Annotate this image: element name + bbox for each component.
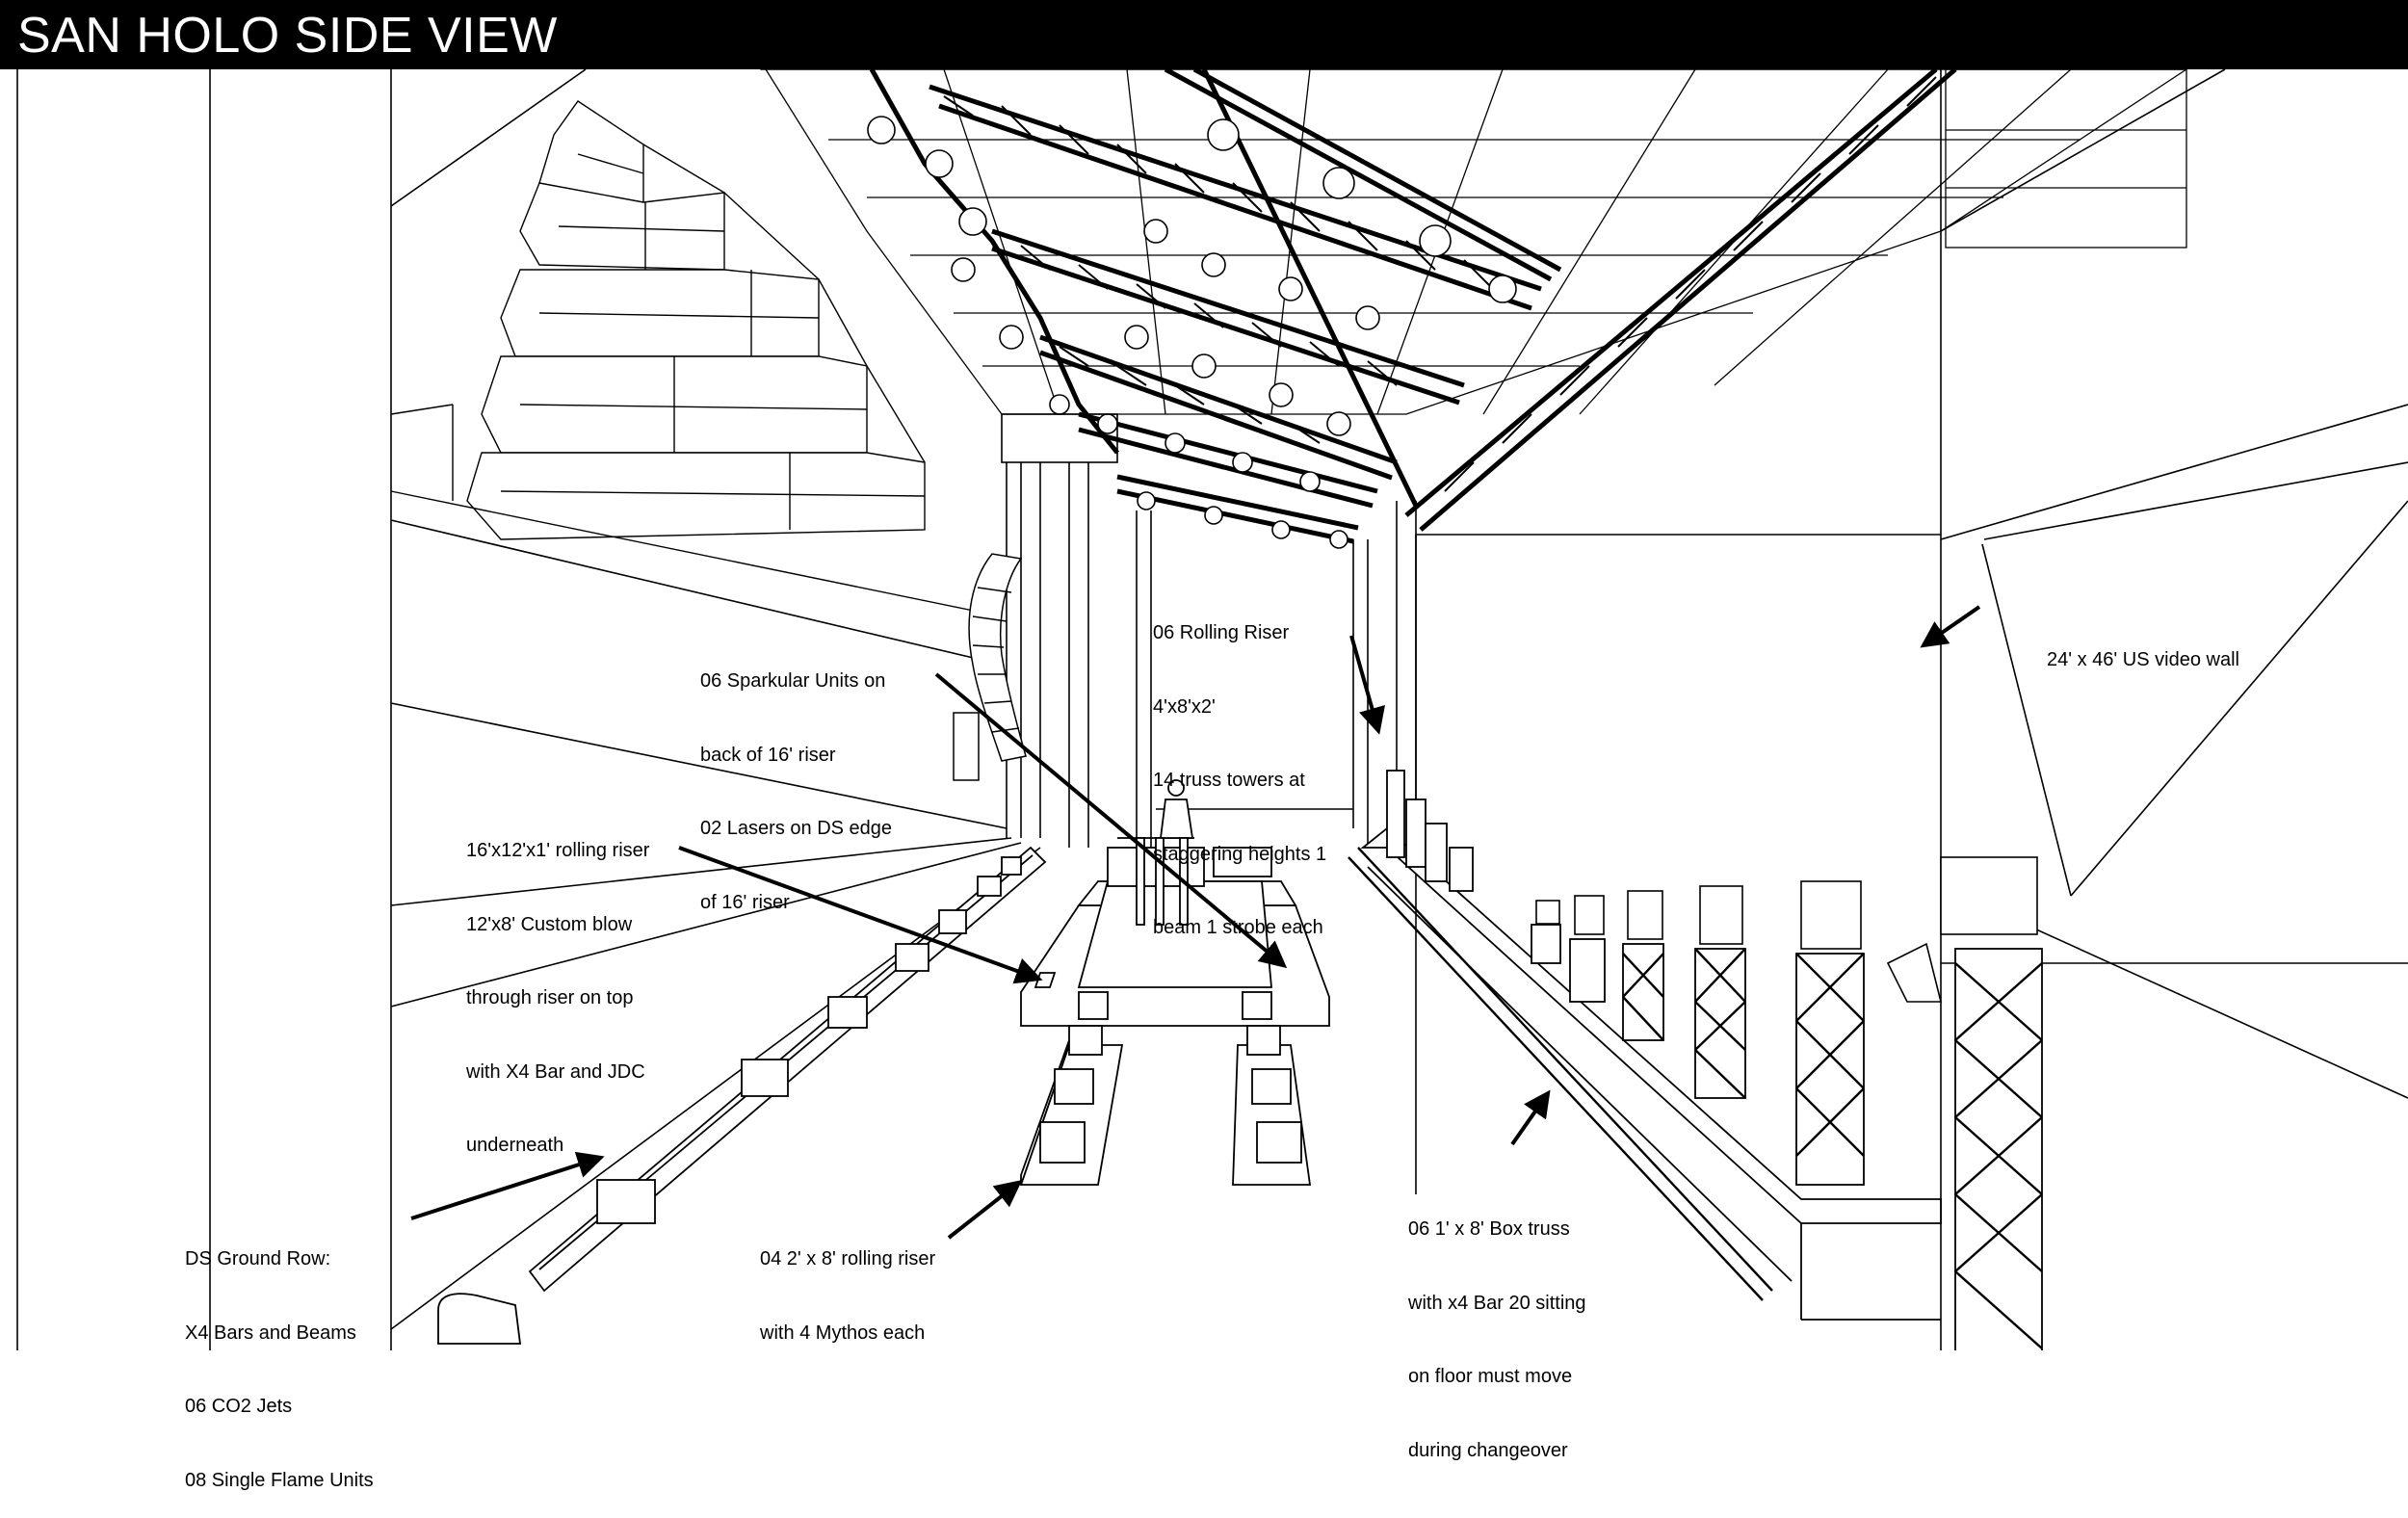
label-line: 12'x8' Custom blow [466,913,649,938]
label-line: 14 truss towers at [1153,769,1326,794]
label-line: 06 1' x 8' Box truss [1408,1217,1586,1243]
label-line: during changeover [1408,1439,1586,1464]
label-line: back of 16' riser [700,744,892,769]
arrow-rolling-riser [1351,636,1377,727]
label-line: underneath [466,1134,649,1159]
label-line: on floor must move [1408,1365,1586,1390]
line-array [954,554,1026,780]
left-speaker-stack [391,101,1002,616]
label-line: 04 2' x 8' rolling riser [760,1247,935,1272]
arrow-box-truss [1512,1096,1546,1144]
label-line: DS Ground Row: [185,1247,374,1272]
label-line: 02 Lasers on DS edge [700,817,892,842]
label-line: of 16' riser [700,891,892,916]
label-mythos-risers: 04 2' x 8' rolling riser with 4 Mythos e… [760,1198,935,1371]
label-line: with X4 Bar and JDC [466,1060,649,1086]
label-rolling-riser: 06 Rolling Riser 4'x8'x2' 14 truss tower… [1153,572,1326,965]
label-line: through riser on top [466,986,649,1011]
label-line: 4'x8'x2' [1153,695,1326,720]
label-line: 08 Single Flame Units [185,1469,374,1494]
label-line: with x4 Bar 20 sitting [1408,1292,1586,1317]
ceiling-grid [761,69,2186,414]
label-line: X4 Bars and Beams [185,1322,374,1347]
label-box-truss: 06 1' x 8' Box truss with x4 Bar 20 sitt… [1408,1168,1586,1488]
label-line: 06 Rolling Riser [1153,621,1326,646]
arrow-video-wall [1926,607,1979,643]
label-main-riser: 16'x12'x1' rolling riser 12'x8' Custom b… [466,790,649,1183]
arrow-mythos-risers [949,1185,1016,1238]
label-line: 24' x 46' US video wall [2047,648,2239,673]
label-sparkular: 06 Sparkular Units on back of 16' riser … [700,620,892,940]
label-line: 06 Sparkular Units on [700,669,892,694]
label-video-wall: 24' x 46' US video wall [2047,599,2239,697]
page-title: SAN HOLO SIDE VIEW [17,8,558,64]
label-line: beam 1 strobe each [1153,916,1326,941]
title-bar: SAN HOLO SIDE VIEW [0,0,2408,69]
label-line: with 4 Mythos each [760,1322,935,1347]
label-line: staggering heights 1 [1153,843,1326,868]
label-line: 06 CO2 Jets [185,1395,374,1420]
label-ground-row: DS Ground Row: X4 Bars and Beams 06 CO2 … [185,1198,374,1518]
label-line: 16'x12'x1' rolling riser [466,839,649,864]
